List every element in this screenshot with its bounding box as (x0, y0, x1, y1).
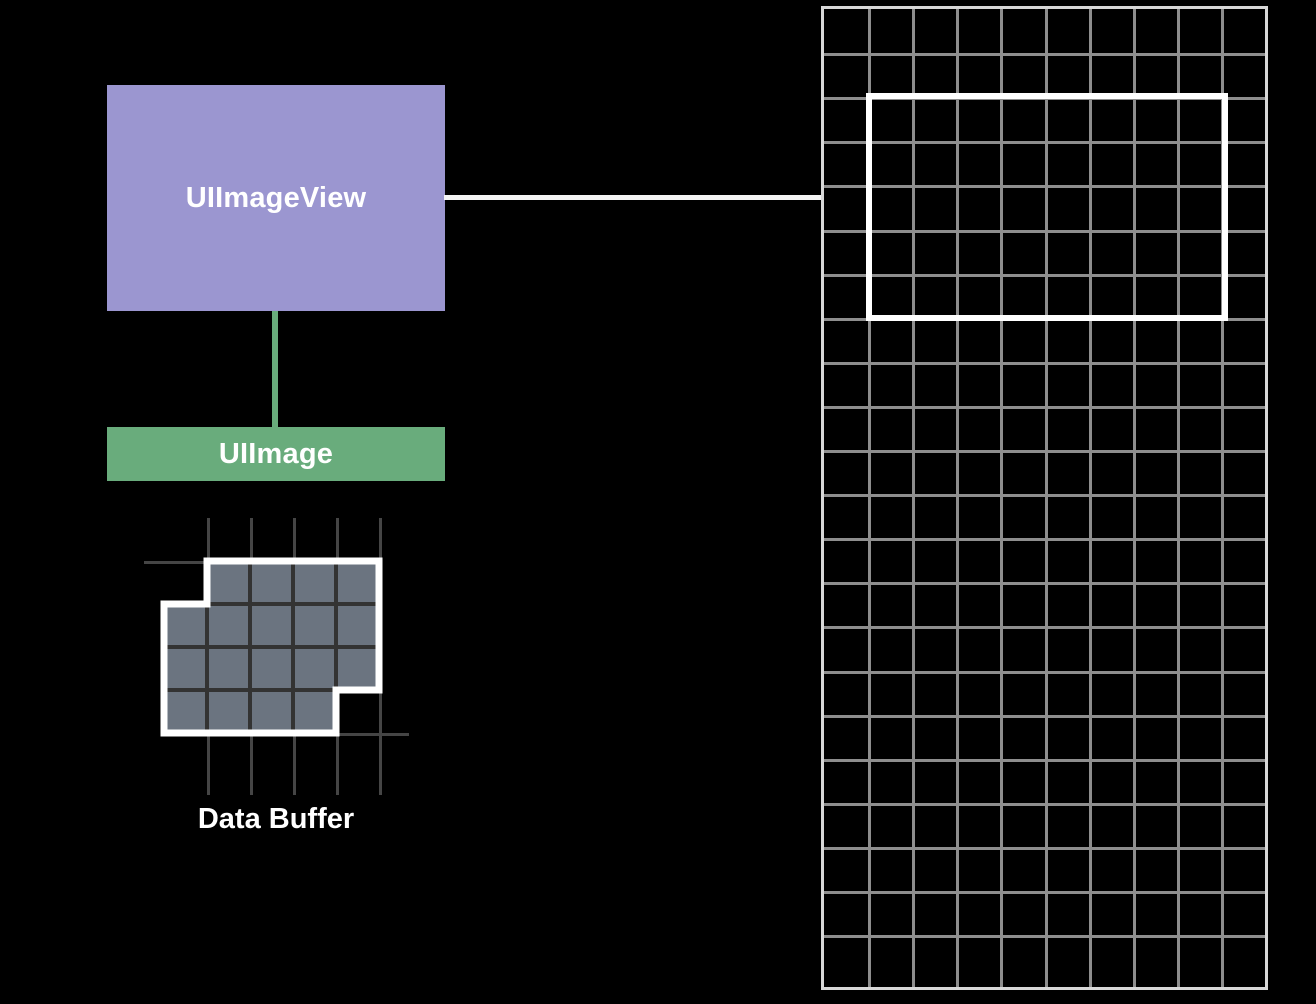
device-screen-grid-line-vertical (868, 9, 871, 987)
device-screen-grid-line-horizontal (824, 141, 1265, 144)
data-buffer-cell (207, 561, 250, 604)
data-buffer-cell (293, 690, 336, 733)
connector-uiimageview-to-uiimage (272, 311, 278, 429)
data-buffer-cell (164, 647, 207, 690)
device-screen-grid-line-vertical (1045, 9, 1048, 987)
device-screen-grid-line-vertical (1177, 9, 1180, 987)
data-buffer-guide-vertical (379, 518, 382, 795)
device-screen-grid-line-vertical (912, 9, 915, 987)
image-frame-highlight[interactable] (866, 93, 1228, 321)
data-buffer-cell (250, 561, 293, 604)
data-buffer-cell (250, 604, 293, 647)
data-buffer-cell (336, 647, 379, 690)
data-buffer-cell (164, 690, 207, 733)
node-uiimageview[interactable]: UIImageView (107, 85, 445, 311)
device-screen-grid (824, 9, 1265, 987)
device-screen-grid-line-horizontal (824, 847, 1265, 850)
device-screen-grid-line-horizontal (824, 582, 1265, 585)
device-screen-grid-line-horizontal (824, 185, 1265, 188)
data-buffer-guide-horizontal (144, 561, 207, 564)
device-screen-grid-line-vertical (1133, 9, 1136, 987)
device-screen-grid-line-horizontal (824, 230, 1265, 233)
node-uiimage-label: UIImage (218, 437, 334, 470)
connector-uiimageview-to-screen-frame (444, 195, 868, 200)
device-screen-grid-line-vertical (1089, 9, 1092, 987)
data-buffer-cell (336, 561, 379, 604)
data-buffer-cell (207, 690, 250, 733)
data-buffer-label: Data Buffer (197, 803, 355, 835)
data-buffer-cell (293, 647, 336, 690)
device-screen-grid-line-horizontal (824, 671, 1265, 674)
data-buffer-cell (293, 604, 336, 647)
data-buffer-graphic (144, 505, 410, 795)
device-screen-grid-line-horizontal (824, 406, 1265, 409)
data-buffer-cell (293, 561, 336, 604)
device-screen-grid-line-horizontal (824, 494, 1265, 497)
device-screen-grid-line-vertical (1000, 9, 1003, 987)
data-buffer-cell (250, 647, 293, 690)
device-screen-grid-line-horizontal (824, 803, 1265, 806)
data-buffer-cell (164, 604, 207, 647)
device-screen-grid-line-horizontal (824, 935, 1265, 938)
data-buffer-guide-horizontal (336, 733, 409, 736)
device-screen-grid-line-horizontal (824, 715, 1265, 718)
data-buffer-cell (207, 647, 250, 690)
node-uiimage[interactable]: UIImage (107, 427, 445, 481)
device-screen-grid-line-horizontal (824, 274, 1265, 277)
device-screen-panel[interactable] (821, 6, 1268, 990)
device-screen-grid-line-horizontal (824, 450, 1265, 453)
device-screen-grid-line-horizontal (824, 362, 1265, 365)
data-buffer-cell (250, 690, 293, 733)
device-screen-grid-line-horizontal (824, 538, 1265, 541)
data-buffer-cell (207, 604, 250, 647)
device-screen-grid-line-horizontal (824, 53, 1265, 56)
device-screen-grid-line-horizontal (824, 759, 1265, 762)
device-screen-grid-line-horizontal (824, 891, 1265, 894)
device-screen-grid-line-vertical (956, 9, 959, 987)
device-screen-grid-line-horizontal (824, 626, 1265, 629)
device-screen-grid-line-vertical (1221, 9, 1224, 987)
node-uiimageview-label: UIImageView (185, 181, 367, 214)
data-buffer-cell (336, 604, 379, 647)
